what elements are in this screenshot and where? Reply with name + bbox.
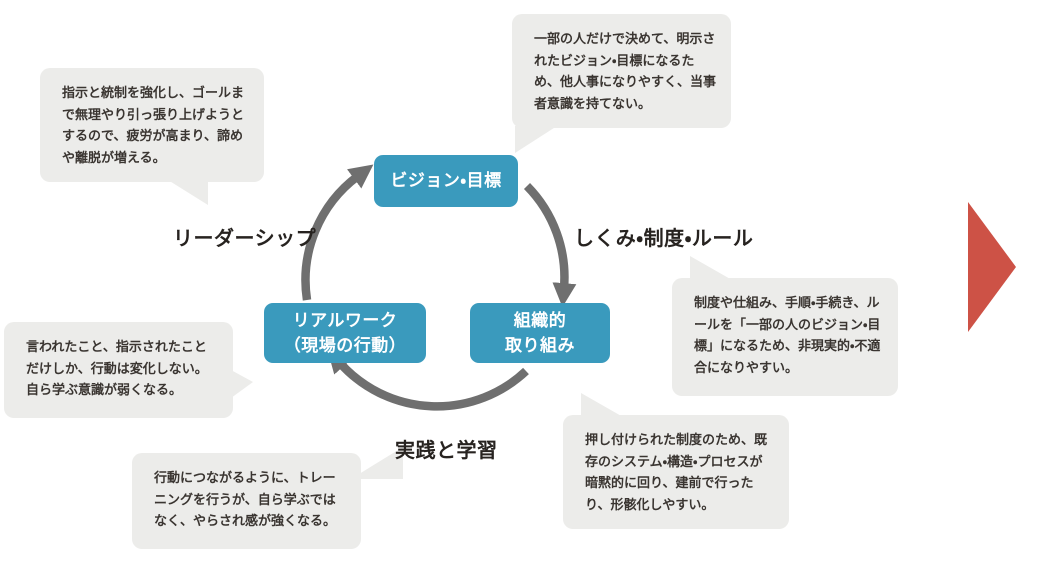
callout-rules: 制度や仕組み、手順・手続き、ルールを「一部の人のビジョン・目標」になるため、非現… xyxy=(672,256,898,396)
cycle-arrow-vision-to-org xyxy=(523,183,577,308)
callout-text: 押し付けられた制度のため、既存のシステム・構造・プロセスが暗黙的に回り、建前で行… xyxy=(585,432,768,512)
callout-institution: 押し付けられた制度のため、既存のシステム・構造・プロセスが暗黙的に回り、建前で行… xyxy=(563,393,789,529)
callout-tail xyxy=(515,126,557,153)
next-step-arrow-icon xyxy=(968,202,1016,332)
callout-tail xyxy=(168,180,208,205)
node-organizational-initiative: 組織的 取り組み xyxy=(470,303,610,363)
callout-tail xyxy=(231,370,253,398)
callout-training: 行動につながるように、トレーニングを行うが、自ら学ぶではなく、やらされ感が強くな… xyxy=(132,447,403,549)
callout-tail xyxy=(351,447,403,479)
edge-label-leadership: リーダーシップ xyxy=(173,228,317,250)
callout-tail xyxy=(690,256,732,280)
node-vision-goal: ビジョン・目標 xyxy=(374,155,518,207)
callout-text: 一部の人だけで決めて、明示されたビジョン・目標になるため、他人事になりやすく、当… xyxy=(534,31,717,111)
callout-text: 指示と統制を強化し、ゴールまで無理やり引っ張り上げようとするので、疲労が高まり、… xyxy=(62,85,245,165)
edge-label-rules: しくみ・制度・ルール xyxy=(574,228,754,250)
callout-text: 行動につながるように、トレーニングを行うが、自ら学ぶではなく、やらされ感が強くな… xyxy=(154,470,337,528)
cycle-arrow-org-to-realwork xyxy=(327,348,529,411)
node-real-work: リアルワーク （現場の行動） xyxy=(264,303,426,363)
callout-leadership: 指示と統制を強化し、ゴールまで無理やり引っ張り上げようとするので、疲労が高まり、… xyxy=(40,68,264,205)
callout-real-work: 言われたこと、指示されたことだけしか、行動は変化しない。自ら学ぶ意識が弱くなる。 xyxy=(4,322,253,418)
callout-text: 言われたこと、指示されたことだけしか、行動は変化しない。自ら学ぶ意識が弱くなる。 xyxy=(26,339,208,397)
callout-tail xyxy=(581,393,623,417)
callout-vision: 一部の人だけで決めて、明示されたビジョン・目標になるため、他人事になりやすく、当… xyxy=(512,14,731,153)
callout-text: 制度や仕組み、手順・手続き、ルールを「一部の人のビジョン・目標」になるため、非現… xyxy=(694,295,881,375)
edge-label-practice-learning: 実践と学習 xyxy=(395,440,498,462)
